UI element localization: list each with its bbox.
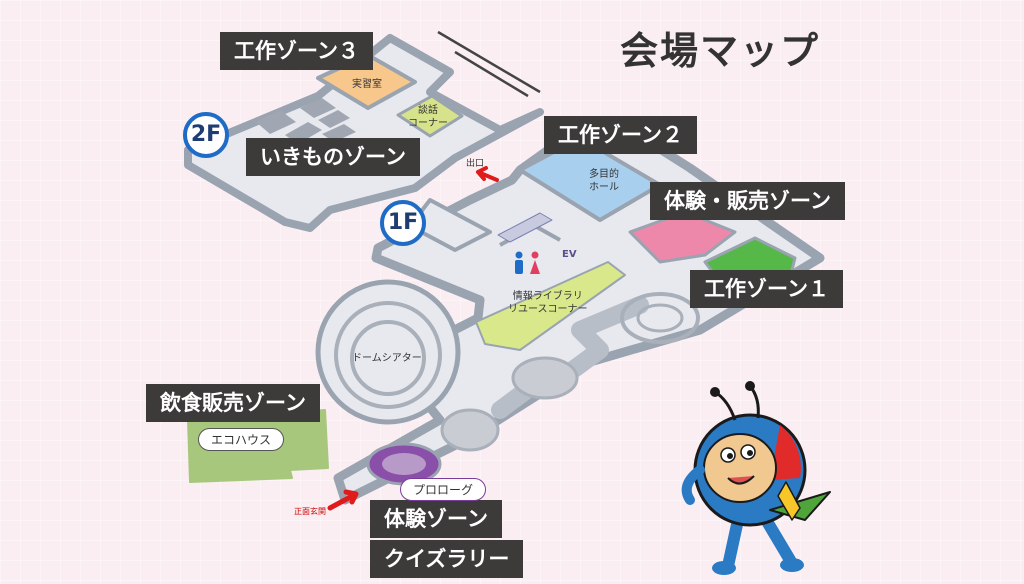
prologue-label: プロローグ	[400, 478, 487, 501]
room-label-ev: EV	[562, 249, 577, 260]
zone-label-experience: 体験ゾーン	[370, 500, 502, 538]
zone-label-craft1: 工作ゾーン１	[690, 270, 843, 308]
room-label-lab: 実習室	[352, 79, 382, 90]
exit-arrow-icon	[476, 166, 499, 182]
zone-label-food: 飲食販売ゾーン	[146, 384, 320, 422]
floor-2f-badge: 2F	[183, 112, 229, 158]
lounge-area	[396, 94, 464, 138]
room-label-hall: 多目的 ホール	[589, 169, 619, 193]
room-label-lounge: 談話 コーナー	[408, 105, 448, 129]
library-area	[475, 261, 626, 351]
eco-house-label: エコハウス	[198, 428, 285, 451]
main-entrance-label: 正面玄関	[294, 507, 326, 516]
page-title: 会場マップ	[620, 29, 821, 73]
restroom-icon	[515, 251, 540, 274]
zone-label-craft3: 工作ゾーン３	[220, 32, 373, 70]
zone-label-quiz: クイズラリー	[370, 540, 524, 578]
zone-label-creatures: いきものゾーン	[246, 138, 420, 176]
entrance-arrow-icon	[327, 489, 359, 511]
mascot-character	[681, 381, 831, 575]
zone-label-experience-sales: 体験・販売ゾーン	[650, 182, 845, 220]
floor-1f-badge: 1F	[380, 200, 426, 246]
exit-label: 出口	[466, 159, 485, 169]
room-label-dome: ドームシアター	[352, 353, 422, 364]
zone-label-craft2: 工作ゾーン２	[544, 116, 697, 154]
room-label-library: 情報ライブラリ リユースコーナー	[508, 291, 588, 315]
